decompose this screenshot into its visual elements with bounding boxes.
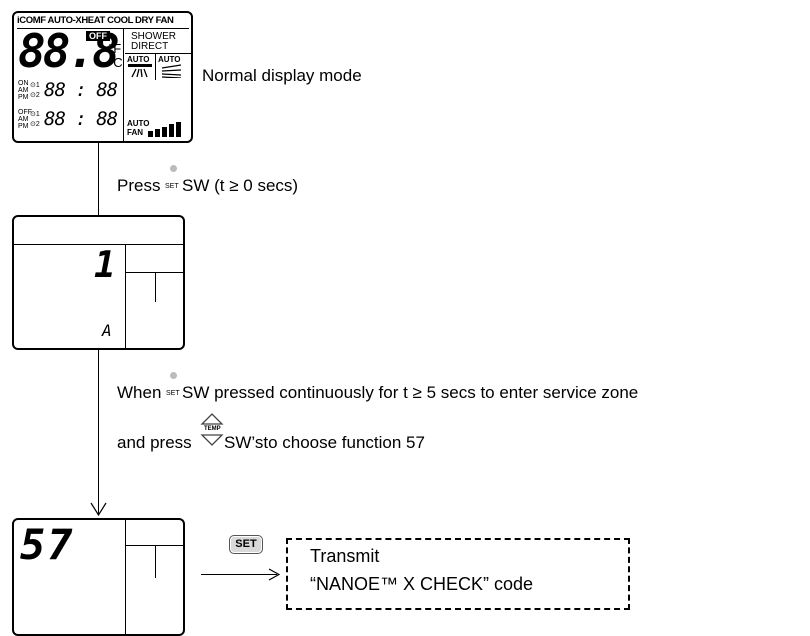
auto-right-label: AUTO — [158, 55, 181, 64]
remote-display-normal: iCOMF AUTO-XHEAT COOL DRY FAN 88.8 OFF °… — [12, 11, 193, 143]
normal-display-label: Normal display mode — [202, 66, 362, 85]
auto-left-label: AUTO — [127, 55, 150, 64]
temp-up-arrow-icon — [200, 413, 224, 425]
step1-set-small: SET — [165, 183, 179, 190]
timer-off-digits: 88 : 88 — [44, 108, 118, 130]
direct-underline — [125, 53, 191, 54]
right-panel-divider — [123, 29, 124, 141]
flow-line-2 — [98, 350, 99, 515]
airflow-vertical-icon — [128, 64, 152, 78]
display2-inner-vline — [155, 272, 156, 302]
display2-sub-char: A — [102, 321, 112, 340]
timer-1-icon-2: ⊙1 — [30, 111, 40, 118]
transmit-line1: Transmit — [310, 546, 380, 566]
step1-press-text: Press — [117, 176, 161, 195]
temp-label: TEMP — [204, 426, 221, 432]
timer-pm-label: PM — [18, 94, 29, 101]
timer-on-label: ON — [18, 80, 29, 87]
unit-celsius: °C — [108, 55, 123, 70]
flow-arrow-down-icon — [90, 502, 107, 516]
step2-set-small: SET — [166, 390, 180, 397]
shower-label: SHOWER — [131, 31, 176, 42]
step2-line1-rest: SW pressed continuously for t ≥ 5 secs t… — [182, 383, 639, 402]
display3-vertical-line — [125, 520, 126, 636]
timer-1-icon: ⊙1 — [30, 82, 40, 89]
display3-digits: 57 — [20, 520, 75, 569]
auto-fan-top: AUTO — [127, 119, 150, 128]
step2-when-text: When — [117, 383, 162, 402]
step2-line2-rest: SW’sto choose function 57 — [224, 433, 425, 452]
unit-fahrenheit: °F — [108, 41, 122, 56]
display2-top-line — [14, 244, 183, 245]
display2-vertical-line — [125, 244, 126, 348]
timer-pm-label-2: PM — [18, 123, 29, 130]
set-arrow-head-icon — [268, 568, 280, 581]
remote-display-function-57: 57 — [12, 518, 185, 636]
auto-fan-bottom: FAN — [127, 128, 143, 137]
off-badge: OFF — [86, 31, 110, 41]
timer-2-icon-2: ⊙2 — [30, 121, 40, 128]
set-button-dot-icon-2 — [170, 372, 177, 379]
timer-am-label: AM — [18, 87, 29, 94]
display3-inner-hline — [125, 545, 183, 546]
transmit-box — [286, 538, 630, 610]
set-button-dot-icon — [170, 165, 177, 172]
remote-display-function-1: 1 A — [12, 215, 185, 350]
airflow-horizontal-icon — [161, 64, 182, 78]
timer-2-icon: ⊙2 — [30, 92, 40, 99]
step1-rest-text: SW (t ≥ 0 secs) — [182, 176, 299, 195]
flow-line-1 — [98, 143, 99, 215]
transmit-line2: “NANOE™ X CHECK” code — [310, 574, 534, 594]
timer-am-label-2: AM — [18, 116, 29, 123]
timer-off-label: OFF — [18, 109, 32, 116]
display2-digit: 1 — [94, 245, 116, 286]
display3-inner-vline — [155, 545, 156, 578]
set-arrow-line — [201, 574, 277, 575]
mode-bar: iCOMF AUTO-XHEAT COOL DRY FAN — [17, 15, 174, 26]
fan-speed-bars-icon — [148, 122, 181, 137]
display2-inner-hline — [125, 272, 183, 273]
temp-down-arrow-icon — [200, 434, 224, 446]
direct-label: DIRECT — [131, 41, 169, 52]
step2-line2-prefix: and press — [117, 433, 192, 452]
auto-divider — [155, 54, 156, 80]
set-button[interactable]: SET — [229, 535, 263, 554]
mode-bar-underline — [17, 28, 189, 29]
timer-on-digits: 88 : 88 — [44, 79, 118, 101]
